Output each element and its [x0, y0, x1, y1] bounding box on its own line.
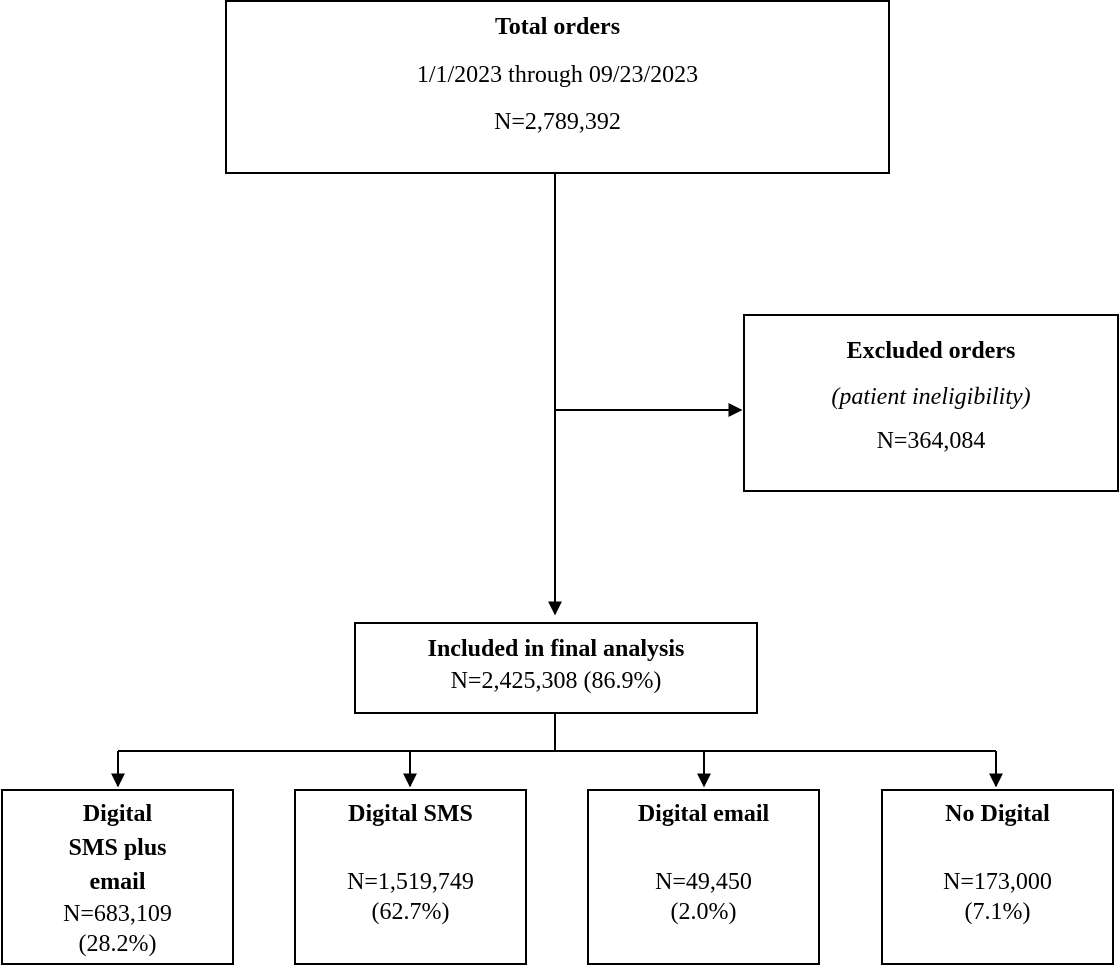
total-orders-count: N=2,789,392	[494, 109, 621, 135]
total-orders-period: 1/1/2023 through 09/23/2023	[416, 62, 699, 88]
group-count: N=173,000	[943, 869, 1052, 895]
excluded-orders-box: Excluded orders (patient ineligibility) …	[743, 314, 1119, 492]
group-count: N=1,519,749	[347, 869, 474, 895]
excluded-orders-title: Excluded orders	[846, 338, 1016, 364]
included-title: Included in final analysis	[427, 636, 685, 662]
group-title-line: Digital email	[637, 801, 770, 827]
group-box-sms-plus-email: Digital SMS plus email N=683,109 (28.2%)	[1, 789, 234, 965]
total-orders-title: Total orders	[494, 14, 621, 40]
group-title-line: No Digital	[945, 801, 1050, 827]
included-count: N=2,425,308 (86.9%)	[450, 668, 662, 694]
group-percent: (28.2%)	[78, 931, 157, 957]
included-box: Included in final analysis N=2,425,308 (…	[354, 622, 758, 714]
group-percent: (62.7%)	[371, 899, 450, 925]
group-title-line: Digital SMS	[348, 801, 473, 827]
group-count: N=683,109	[63, 901, 172, 927]
excluded-orders-count: N=364,084	[876, 428, 986, 454]
group-box-no-digital: No Digital N=173,000 (7.1%)	[881, 789, 1114, 965]
group-title-line: Digital	[82, 801, 153, 827]
excluded-orders-reason: (patient ineligibility)	[831, 384, 1031, 410]
group-percent: (2.0%)	[670, 899, 737, 925]
group-box-email: Digital email N=49,450 (2.0%)	[587, 789, 820, 965]
group-title-line: email	[89, 869, 146, 895]
total-orders-box: Total orders 1/1/2023 through 09/23/2023…	[225, 0, 890, 174]
group-count: N=49,450	[655, 869, 752, 895]
group-box-sms: Digital SMS N=1,519,749 (62.7%)	[294, 789, 527, 965]
group-title-line: SMS plus	[68, 835, 167, 861]
group-percent: (7.1%)	[964, 899, 1031, 925]
